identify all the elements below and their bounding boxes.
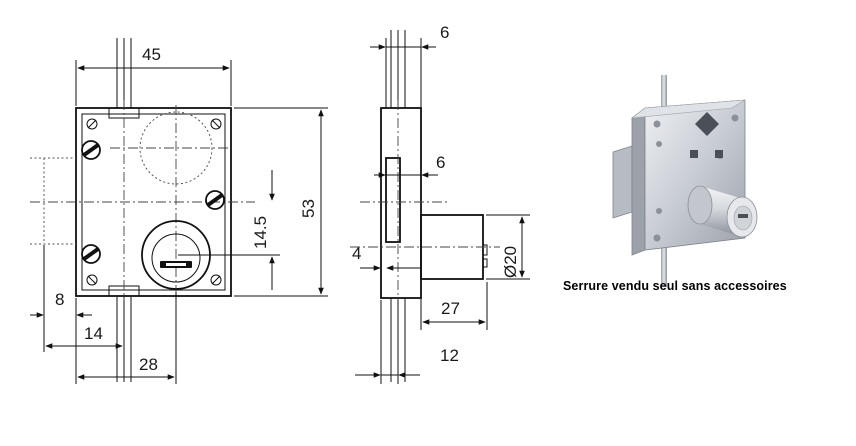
dim-label-4: 4	[352, 244, 361, 263]
dim-28: 28	[75, 292, 177, 384]
flange	[612, 145, 633, 219]
dim-label-dia-20: Ø20	[501, 246, 520, 278]
dim-14-5: 14.5	[178, 170, 280, 290]
product-photo	[612, 75, 758, 287]
dim-label-6-top: 6	[440, 23, 449, 42]
dim-label-6-mid: 6	[436, 153, 445, 172]
dim-45: 45	[75, 45, 232, 106]
cylinder-photo	[687, 185, 758, 238]
dim-label-27: 27	[441, 299, 460, 318]
dim-label-14-5: 14.5	[251, 216, 270, 249]
dim-label-8: 8	[55, 290, 64, 309]
rod-bottom	[661, 245, 667, 287]
product-caption: Serrure vendu seul sans accessoires	[563, 279, 787, 293]
dim-side-4: 4	[352, 244, 420, 271]
dim-side-12: 12	[355, 300, 459, 384]
dim-label-45: 45	[142, 45, 161, 64]
dim-14: 14	[43, 300, 125, 352]
lock-body-side	[380, 107, 422, 299]
rod-top	[661, 75, 667, 117]
bolt-hidden-outline	[30, 157, 76, 245]
side-view: 6 6 4 Ø20 27	[350, 23, 530, 384]
dim-label-12: 12	[440, 346, 459, 365]
screw-icons	[81, 118, 225, 286]
dim-53: 53	[234, 107, 328, 297]
cam-cutout	[695, 112, 719, 136]
dim-side-27: 27	[420, 282, 488, 330]
dim-label-53: 53	[299, 199, 318, 218]
front-view: 45 53 14.5 8 14	[30, 38, 328, 384]
dim-label-28: 28	[139, 355, 158, 374]
dim-side-6-top: 6	[370, 23, 449, 108]
dim-label-14: 14	[84, 324, 103, 343]
dim-dia-20: Ø20	[486, 214, 530, 280]
dim-side-6-mid: 6	[374, 153, 445, 178]
hidden-cam-outline	[139, 111, 213, 185]
